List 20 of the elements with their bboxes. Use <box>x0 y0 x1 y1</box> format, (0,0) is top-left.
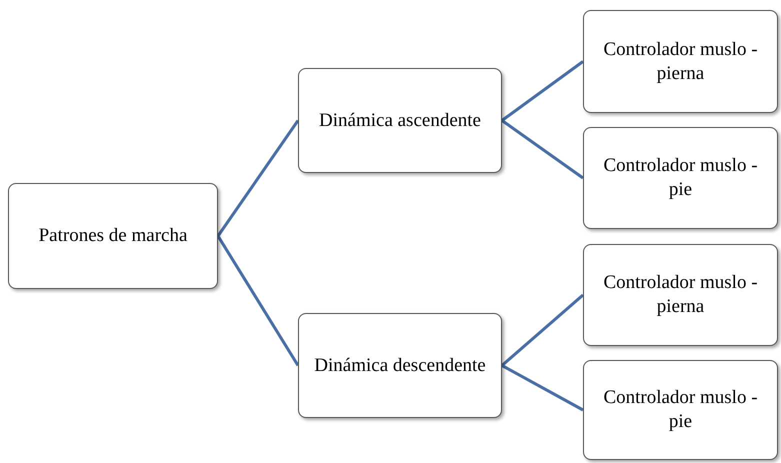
node-label: Controlador muslo - pie <box>602 386 759 434</box>
node-label: Patrones de marcha <box>38 224 188 248</box>
node-label: Controlador muslo - pierna <box>602 38 759 86</box>
node-box <box>583 10 778 113</box>
node-box <box>298 68 502 173</box>
node-box <box>583 360 778 460</box>
node-box <box>8 183 218 289</box>
connector-line <box>501 119 584 180</box>
node-box <box>298 313 502 418</box>
connector-line <box>216 235 300 366</box>
node-label: Dinámica descendente <box>314 354 486 378</box>
connector-line <box>501 60 584 122</box>
node-box <box>583 244 778 346</box>
connector-line <box>501 364 584 412</box>
connector-line <box>501 294 584 367</box>
connector-line <box>216 120 300 237</box>
node-label: Dinámica ascendente <box>319 108 481 132</box>
node-label: Controlador muslo - pierna <box>602 271 759 319</box>
node-box <box>583 127 778 229</box>
node-label: Controlador muslo - pie <box>602 154 759 202</box>
